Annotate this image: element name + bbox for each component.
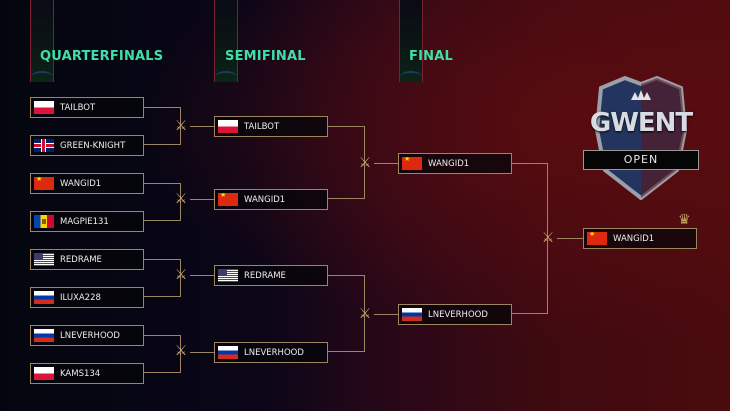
player-name: ILUXA228 (60, 292, 101, 303)
player-name: WANGID1 (244, 194, 286, 205)
player-slot[interactable]: REDRAME (30, 249, 144, 270)
crossed-swords-icon: ⚔ (174, 267, 188, 283)
bracket-connector (144, 107, 181, 145)
poland-flag-icon (218, 120, 238, 133)
player-slot[interactable]: REDRAME (214, 265, 328, 286)
moldova-flag-icon (34, 215, 54, 228)
player-name: TAILBOT (244, 121, 280, 132)
player-slot[interactable]: WANGID1 (214, 189, 328, 210)
bracket-connector (144, 335, 181, 373)
player-slot[interactable]: GREEN-KNIGHT (30, 135, 144, 156)
crossed-swords-icon: ⚔ (541, 230, 555, 246)
player-slot[interactable]: MAGPIE131 (30, 211, 144, 232)
poland-flag-icon (34, 101, 54, 114)
russia-flag-icon (34, 329, 54, 342)
player-slot[interactable]: ILUXA228 (30, 287, 144, 308)
china-flag-icon (402, 157, 422, 170)
uk-flag-icon (34, 139, 54, 152)
player-slot[interactable]: WANGID1 (398, 153, 512, 174)
player-name: REDRAME (60, 254, 102, 265)
crossed-swords-icon: ⚔ (174, 191, 188, 207)
china-flag-icon (34, 177, 54, 190)
player-name: WANGID1 (60, 178, 102, 189)
ribbon (30, 0, 54, 82)
player-name: REDRAME (244, 270, 286, 281)
round-title-semifinal: SEMIFINAL (225, 49, 306, 64)
bracket-connector (144, 183, 181, 221)
player-name: LNEVERHOOD (60, 330, 120, 341)
crossed-swords-icon: ⚔ (174, 343, 188, 359)
bracket-connector (190, 199, 214, 200)
russia-flag-icon (34, 291, 54, 304)
bracket-connector (190, 275, 214, 276)
player-name: GREEN-KNIGHT (60, 140, 126, 151)
player-name: MAGPIE131 (60, 216, 109, 227)
crossed-swords-icon: ⚔ (358, 306, 372, 322)
gwent-open-logo: GWENT OPEN (583, 70, 699, 201)
bracket-connector (374, 314, 398, 315)
player-name: WANGID1 (428, 158, 470, 169)
bracket-connector (328, 126, 365, 199)
bracket-connector (512, 163, 548, 314)
crossed-swords-icon: ⚔ (174, 118, 188, 134)
bracket-connector (190, 126, 214, 127)
bracket-connector (557, 238, 583, 239)
player-slot[interactable]: TAILBOT (214, 116, 328, 137)
logo-title: GWENT (589, 108, 693, 138)
player-name: LNEVERHOOD (428, 309, 488, 320)
winner-slot[interactable]: WANGID1 (583, 228, 697, 249)
player-slot[interactable]: LNEVERHOOD (30, 325, 144, 346)
ribbon (399, 0, 423, 82)
usa-flag-icon (34, 253, 54, 266)
bracket-connector (328, 275, 365, 352)
bracket-connector (144, 259, 181, 297)
china-flag-icon (587, 232, 607, 245)
china-flag-icon (218, 193, 238, 206)
player-slot[interactable]: KAMS134 (30, 363, 144, 384)
player-slot[interactable]: WANGID1 (30, 173, 144, 194)
player-slot[interactable]: LNEVERHOOD (214, 342, 328, 363)
crown-icon: ♛ (678, 212, 691, 228)
player-name: LNEVERHOOD (244, 347, 304, 358)
bracket-connector (374, 163, 398, 164)
player-name: TAILBOT (60, 102, 96, 113)
logo-subtitle: OPEN (583, 150, 699, 170)
round-title-final: FINAL (409, 49, 453, 64)
bracket-connector (190, 352, 214, 353)
winner-name: WANGID1 (613, 233, 655, 244)
ribbon (214, 0, 238, 82)
player-slot[interactable]: TAILBOT (30, 97, 144, 118)
poland-flag-icon (34, 367, 54, 380)
round-title-quarterfinals: QUARTERFINALS (40, 49, 164, 64)
crossed-swords-icon: ⚔ (358, 155, 372, 171)
usa-flag-icon (218, 269, 238, 282)
russia-flag-icon (218, 346, 238, 359)
russia-flag-icon (402, 308, 422, 321)
player-slot[interactable]: LNEVERHOOD (398, 304, 512, 325)
player-name: KAMS134 (60, 368, 101, 379)
